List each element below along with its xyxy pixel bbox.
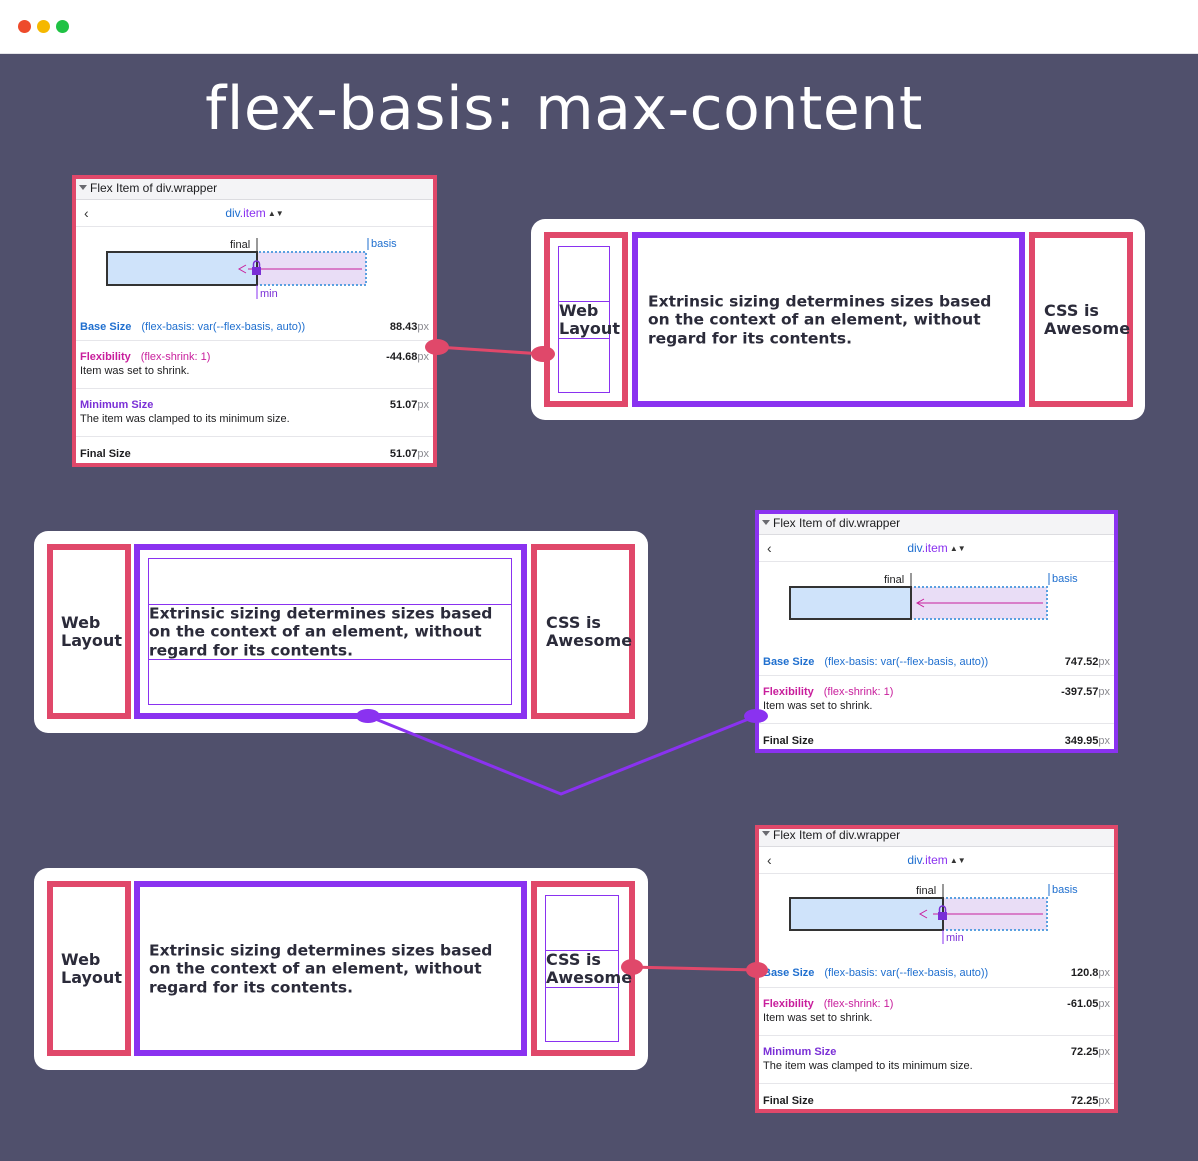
window-title-bar	[0, 0, 1198, 54]
page-title: flex-basis: max-content	[205, 74, 923, 144]
item-outline	[558, 246, 610, 393]
flex-item-css-awesome: CSS is Awesome	[1029, 232, 1133, 407]
panel-header-label: Flex Item of div.wrapper	[773, 516, 901, 530]
flex-size-diagram	[789, 884, 1050, 944]
flexibility-row: Flexibility(flex-shrink: 1) Item was set…	[76, 341, 433, 389]
item-text-css-awesome: CSS is Awesome	[1044, 300, 1131, 338]
element-selector[interactable]: div.item▲▼	[225, 206, 284, 220]
back-chevron-icon[interactable]: ‹	[84, 205, 89, 221]
flex-item-extrinsic-text: Extrinsic sizing determines sizes based …	[134, 544, 527, 719]
item-text-css-awesome: CSS is Awesome	[546, 612, 633, 650]
panel-navigation: ‹ div.item▲▼	[759, 847, 1114, 874]
flex-demo-3: Web Layout Extrinsic sizing determines s…	[34, 868, 648, 1070]
item-text-web-layout: Web Layout	[559, 300, 620, 338]
flex-size-visualization: final basis min	[76, 227, 433, 309]
basis-label: basis	[1052, 884, 1078, 896]
min-label: min	[260, 288, 278, 300]
minimum-size-row: Minimum Size The item was clamped to its…	[76, 389, 433, 437]
flex-inspector-panel-1: Flex Item of div.wrapper ‹ div.item▲▼ fi…	[72, 175, 437, 467]
item-outline	[148, 558, 512, 705]
item-text-web-layout: Web Layout	[61, 949, 122, 987]
basis-label: basis	[1052, 573, 1078, 585]
flex-item-web-layout: Web Layout	[544, 232, 628, 407]
flex-demo-2: Web Layout Extrinsic sizing determines s…	[34, 531, 648, 733]
panel-header-label: Flex Item of div.wrapper	[773, 828, 901, 842]
flexibility-row: Flexibility(flex-shrink: 1) Item was set…	[759, 988, 1114, 1036]
flex-item-web-layout: Web Layout	[47, 544, 131, 719]
disclosure-triangle-icon[interactable]	[762, 520, 770, 525]
base-size-row: Base Size(flex-basis: var(--flex-basis, …	[759, 644, 1114, 676]
flex-size-visualization: final basis	[759, 562, 1114, 644]
flex-item-web-layout: Web Layout	[47, 881, 131, 1056]
flex-item-css-awesome: CSS is Awesome	[531, 881, 635, 1056]
back-chevron-icon[interactable]: ‹	[767, 852, 772, 868]
final-size-row: Final Size 349.95px	[763, 735, 1110, 747]
panel-navigation: ‹ div.item▲▼	[76, 200, 433, 227]
minimize-window-button[interactable]	[37, 20, 50, 33]
flexibility-row: Flexibility(flex-shrink: 1) Item was set…	[759, 676, 1114, 724]
final-label: final	[884, 574, 905, 586]
final-size-row: Final Size 51.07px	[80, 448, 429, 460]
base-size-row: Base Size(flex-basis: var(--flex-basis, …	[759, 956, 1114, 988]
base-size-row: Base Size(flex-basis: var(--flex-basis, …	[76, 309, 433, 341]
flex-inspector-panel-3: Flex Item of div.wrapper ‹ div.item▲▼ fi…	[755, 825, 1118, 1113]
flex-item-extrinsic-text: Extrinsic sizing determines sizes based …	[632, 232, 1025, 407]
flex-inspector-panel-2: Flex Item of div.wrapper ‹ div.item▲▼ fi…	[755, 510, 1118, 753]
flex-size-diagram	[789, 573, 1050, 620]
final-label: final	[916, 885, 937, 897]
item-text-extrinsic: Extrinsic sizing determines sizes based …	[648, 291, 992, 347]
flex-item-extrinsic-text: Extrinsic sizing determines sizes based …	[134, 881, 527, 1056]
flex-size-visualization: final basis min	[759, 874, 1114, 956]
panel-header[interactable]: Flex Item of div.wrapper	[759, 514, 1114, 535]
maximize-window-button[interactable]	[56, 20, 69, 33]
updown-icon: ▲▼	[949, 856, 966, 865]
close-window-button[interactable]	[18, 20, 31, 33]
item-text-extrinsic: Extrinsic sizing determines sizes based …	[149, 940, 493, 996]
element-selector[interactable]: div.item▲▼	[907, 541, 966, 555]
final-size-row: Final Size 72.25px	[763, 1095, 1110, 1107]
item-text-css-awesome: CSS is Awesome	[546, 949, 633, 987]
flex-item-css-awesome: CSS is Awesome	[531, 544, 635, 719]
flex-demo-1: Web Layout Extrinsic sizing determines s…	[531, 219, 1145, 420]
disclosure-triangle-icon[interactable]	[762, 831, 770, 836]
item-outline	[545, 895, 619, 1042]
updown-icon: ▲▼	[267, 209, 284, 218]
panel-header[interactable]: Flex Item of div.wrapper	[76, 179, 433, 200]
panel-navigation: ‹ div.item▲▼	[759, 535, 1114, 562]
minimum-size-row: Minimum Size The item was clamped to its…	[759, 1036, 1114, 1084]
panel-header[interactable]: Flex Item of div.wrapper	[759, 829, 1114, 847]
back-chevron-icon[interactable]: ‹	[767, 540, 772, 556]
flex-size-diagram	[106, 238, 369, 299]
basis-label: basis	[371, 238, 397, 250]
element-selector[interactable]: div.item▲▼	[907, 853, 966, 867]
updown-icon: ▲▼	[949, 544, 966, 553]
final-label: final	[230, 239, 251, 251]
panel-header-label: Flex Item of div.wrapper	[90, 181, 218, 195]
item-text-web-layout: Web Layout	[61, 612, 122, 650]
disclosure-triangle-icon[interactable]	[79, 185, 87, 190]
min-label: min	[946, 932, 964, 944]
item-text-extrinsic: Extrinsic sizing determines sizes based …	[149, 603, 493, 659]
